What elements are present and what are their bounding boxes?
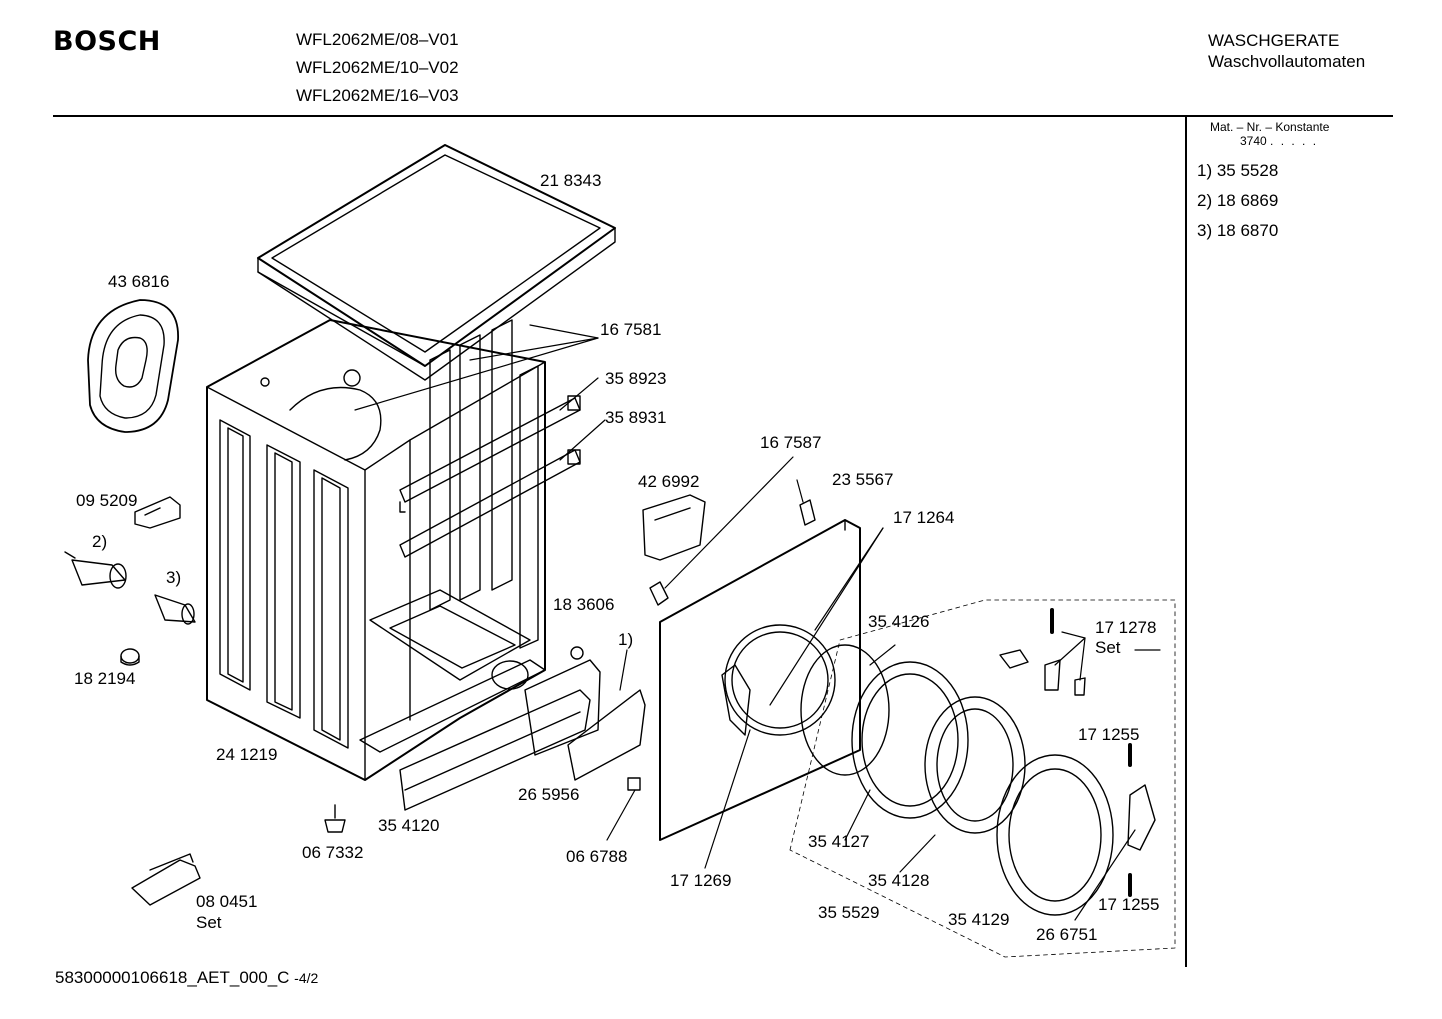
- leader-lines: [354, 324, 1161, 921]
- part-label-235567: 23 5567: [832, 470, 894, 489]
- brand-logo: BOSCH: [53, 26, 161, 57]
- door-inner-frame-part: [851, 661, 969, 819]
- foot-182194-part: [120, 648, 140, 666]
- detergent-drawer-part: [524, 659, 646, 781]
- door-handle-part: [1127, 784, 1156, 851]
- knob-part: [570, 646, 641, 791]
- material-constant-block: Mat. – Nr. – Konstante 3740 . . . . .: [1210, 120, 1329, 148]
- header-divider: [53, 115, 1393, 117]
- part-label-080451-set: Set: [196, 913, 222, 932]
- solenoid-part-2: [64, 551, 127, 589]
- part-label-171269: 17 1269: [670, 871, 732, 890]
- cross-brace-lower: [399, 449, 581, 558]
- top-cover-part: [257, 144, 616, 381]
- foot-screw-part: [324, 804, 346, 833]
- model-number-2: WFL2062ME/10–V02: [296, 58, 459, 77]
- bracket-095209-part: [134, 496, 181, 529]
- part-label-354126: 35 4126: [868, 612, 930, 631]
- part-label-358931: 35 8931: [605, 408, 667, 427]
- hinge-set-part: [999, 649, 1086, 696]
- part-label-080451: 08 0451: [196, 892, 258, 911]
- part-label-354129: 35 4129: [948, 910, 1010, 929]
- part-label-183606: 18 3606: [553, 595, 615, 614]
- model-number-3: WFL2062ME/16–V03: [296, 86, 459, 105]
- part-marker-1: 1): [618, 630, 634, 649]
- part-label-171255-upper: 17 1255: [1078, 725, 1140, 744]
- page-indicator: -4/2: [294, 970, 319, 986]
- part-label-266751: 26 6751: [1036, 925, 1098, 944]
- part-marker-2: 2): [92, 532, 108, 551]
- mounting-bracket-part: [131, 853, 201, 906]
- control-panel-part: [399, 689, 591, 811]
- part-label-171278: 17 1278: [1095, 618, 1157, 637]
- part-label-354127: 35 4127: [808, 832, 870, 851]
- constant-2: 2) 18 6869: [1197, 191, 1279, 210]
- door-seal-part: [800, 644, 890, 776]
- part-label-265956: 26 5956: [518, 785, 580, 804]
- model-number-1: WFL2062ME/08–V01: [296, 30, 459, 49]
- constant-3: 3) 18 6870: [1197, 221, 1279, 240]
- part-label-095209: 09 5209: [76, 491, 138, 510]
- constant-1: 1) 35 5528: [1197, 161, 1279, 180]
- part-label-167581: 16 7581: [600, 320, 662, 339]
- part-label-436816: 43 6816: [108, 272, 170, 291]
- part-label-241219: 24 1219: [216, 745, 278, 764]
- part-label-358923: 35 8923: [605, 369, 667, 388]
- part-label-171264: 17 1264: [893, 508, 955, 527]
- category-title: WASCHGERATE: [1208, 31, 1340, 50]
- door-glass-part: [924, 696, 1026, 834]
- rear-cover-part: [87, 299, 179, 433]
- door-lock-part: [642, 494, 706, 561]
- sidebar-divider: [1185, 117, 1187, 967]
- part-label-355529: 35 5529: [818, 903, 880, 922]
- front-panel-part: [659, 519, 861, 841]
- door-outer-ring-part: [996, 754, 1114, 916]
- part-label-354128: 35 4128: [868, 871, 930, 890]
- part-label-067332: 06 7332: [302, 843, 364, 862]
- door-assembly-boundary: [789, 599, 1176, 958]
- material-constant-value: 3740: [1240, 134, 1267, 148]
- cross-brace-upper: [399, 395, 581, 513]
- part-label-354120: 35 4120: [378, 816, 440, 835]
- part-label-182194: 18 2194: [74, 669, 136, 688]
- valve-part-3: [154, 594, 196, 625]
- part-label-066788: 06 6788: [566, 847, 628, 866]
- document-code: 58300000106618_AET_000_C: [55, 968, 290, 987]
- part-marker-3: 3): [166, 568, 182, 587]
- material-constant-label: Mat. – Nr. – Konstante: [1210, 120, 1330, 134]
- material-constant-dots: . . . . .: [1270, 134, 1319, 148]
- part-label-171255-lower: 17 1255: [1098, 895, 1160, 914]
- category-subtitle: Waschvollautomaten: [1208, 52, 1366, 71]
- marker-bars: [1050, 608, 1132, 897]
- cabinet-housing-part: [206, 319, 546, 781]
- part-label-167587: 16 7587: [760, 433, 822, 452]
- hinge-clip-part: [649, 499, 816, 606]
- part-label-171278-set: Set: [1095, 638, 1121, 657]
- part-label-218343: 21 8343: [540, 171, 602, 190]
- document-footer: 58300000106618_AET_000_C -4/2: [55, 968, 318, 988]
- part-label-426992: 42 6992: [638, 472, 700, 491]
